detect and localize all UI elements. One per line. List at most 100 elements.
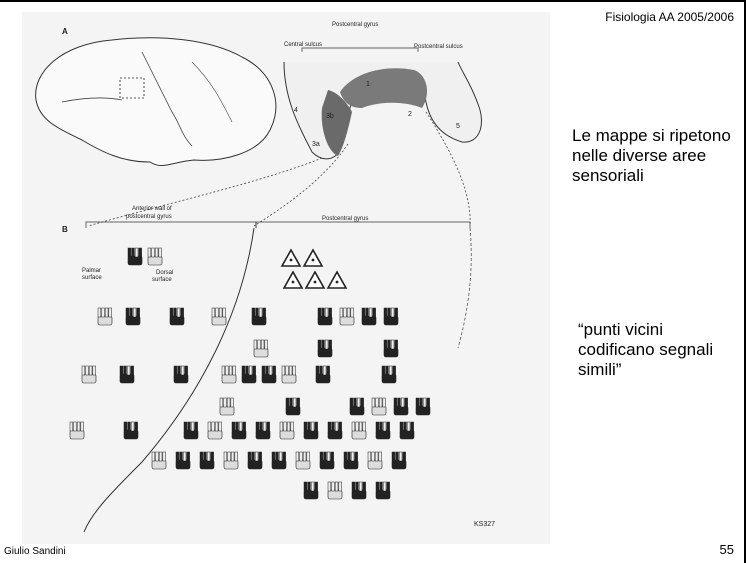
postcentral-sulcus-label: Postcentral sulcus xyxy=(414,44,463,50)
hand-icon xyxy=(381,365,397,384)
postcentral-bracket xyxy=(255,221,471,228)
hand-icon xyxy=(371,397,387,416)
hand-icon xyxy=(169,307,185,326)
brain-sulcus-line xyxy=(61,97,123,103)
postcentral-gyrus-b-label: Postcentral gyrus xyxy=(322,216,368,222)
boundary-curve xyxy=(83,227,255,533)
hand-icon xyxy=(127,247,143,266)
hand-icon xyxy=(317,339,333,358)
hand-icon xyxy=(261,365,277,384)
panel-b-label: B xyxy=(62,225,68,234)
central-sulcus-line xyxy=(141,51,193,147)
gyrus-bracket xyxy=(301,47,419,52)
hand-icon xyxy=(247,451,263,470)
hand-icon xyxy=(339,307,355,326)
hand-icon xyxy=(69,421,85,440)
hand-icon xyxy=(375,481,391,500)
hand-icon xyxy=(251,307,267,326)
hand-icon xyxy=(285,397,301,416)
area-3b-region xyxy=(321,90,352,156)
hand-icon xyxy=(351,421,367,440)
page-number: 55 xyxy=(719,542,734,557)
anterior-wall-bracket xyxy=(85,221,257,228)
hand-icon-grid xyxy=(69,247,431,500)
hand-icon xyxy=(399,421,415,440)
area-1-region xyxy=(340,68,428,108)
hand-icon xyxy=(123,421,139,440)
footer-author: Giulio Sandini xyxy=(4,546,66,557)
hand-icon xyxy=(271,451,287,470)
hand-icon xyxy=(351,481,367,500)
hand-icon xyxy=(119,365,135,384)
cortex-map-figure: A Central sulcus Postcentral gyrus Postc… xyxy=(22,12,550,544)
highlight-box xyxy=(119,77,145,99)
hand-diagram-icon xyxy=(304,270,326,289)
projection-line-right xyxy=(425,111,471,227)
hand-icon xyxy=(231,421,247,440)
hand-icon xyxy=(383,339,399,358)
panel-a-label: A xyxy=(62,27,68,36)
hand-icon xyxy=(175,451,191,470)
hand-icon xyxy=(125,307,141,326)
hand-diagram-icon xyxy=(326,270,348,289)
hand-icon xyxy=(349,397,365,416)
hand-diagram-icon xyxy=(282,270,304,289)
hand-icon xyxy=(173,365,189,384)
hand-icon xyxy=(295,451,311,470)
hand-icon xyxy=(383,307,399,326)
hand-icon xyxy=(391,451,407,470)
brain-fold-line xyxy=(191,61,233,123)
area-3b-label: 3b xyxy=(326,113,334,120)
hand-icon xyxy=(221,365,237,384)
hand-icon xyxy=(317,307,333,326)
area-5-label: 5 xyxy=(456,123,460,130)
hand-icon xyxy=(211,307,227,326)
area-4-label: 4 xyxy=(294,107,298,114)
area-3a-label: 3a xyxy=(312,141,320,148)
nearby-points-quote: “punti vicini codificano segnali simili” xyxy=(578,320,714,379)
dorsal-label: Dorsal xyxy=(156,270,173,276)
hand-icon xyxy=(223,451,239,470)
hand-icon xyxy=(253,339,269,358)
ks-code-label: KS327 xyxy=(474,521,495,528)
hand-diagram-icon xyxy=(302,248,324,267)
projection-line-left xyxy=(87,157,323,227)
hand-icon xyxy=(147,247,163,266)
hand-icon xyxy=(367,451,383,470)
palmar-label: Palmar xyxy=(82,268,101,274)
hand-icon xyxy=(343,451,359,470)
hand-icon xyxy=(279,421,295,440)
hand-icon xyxy=(303,421,319,440)
area-2-label: 2 xyxy=(408,111,412,118)
hand-icon xyxy=(319,451,335,470)
hand-icon xyxy=(183,421,199,440)
hand-icon xyxy=(207,421,223,440)
hand-icon xyxy=(151,451,167,470)
brain-outline xyxy=(35,37,277,166)
hand-icon xyxy=(255,421,271,440)
hand-icon xyxy=(327,421,343,440)
hand-icon xyxy=(81,365,97,384)
dorsal-label-2: surface xyxy=(152,277,172,283)
area-1-label: 1 xyxy=(366,81,370,88)
anterior-wall-label-2: postcentral gyrus xyxy=(126,214,172,220)
hand-icon xyxy=(199,451,215,470)
hand-icon xyxy=(303,481,319,500)
hand-icon xyxy=(97,307,113,326)
hand-icon xyxy=(393,397,409,416)
hand-icon xyxy=(327,481,343,500)
course-header: Fisiologia AA 2005/2006 xyxy=(605,10,734,24)
maps-repeat-text: Le mappe si ripetono nelle diverse aree … xyxy=(572,126,731,185)
hand-icon xyxy=(315,365,331,384)
hand-icon xyxy=(241,365,257,384)
boundary-curve-right xyxy=(457,227,472,349)
palmar-label-2: surface xyxy=(82,275,102,281)
figure-drawing: A Central sulcus Postcentral gyrus Postc… xyxy=(35,22,495,533)
hand-icon xyxy=(281,365,297,384)
anterior-wall-label: Anterior wall of xyxy=(132,206,172,212)
central-sulcus-label: Central sulcus xyxy=(284,42,322,48)
hand-icon xyxy=(375,421,391,440)
hand-diagram-icon xyxy=(280,248,302,267)
hand-icon xyxy=(219,397,235,416)
